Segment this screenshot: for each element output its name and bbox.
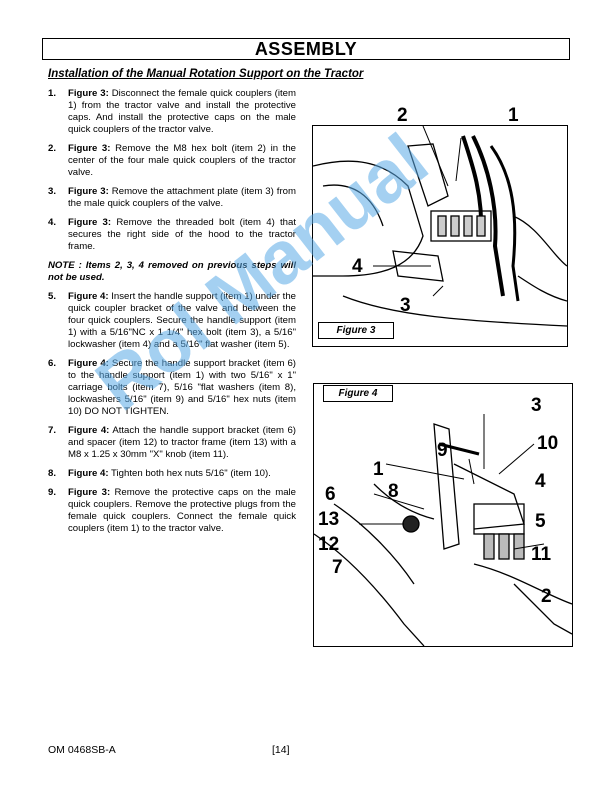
step-number: 1.: [48, 88, 57, 99]
step-text: Secure the handle support bracket (item …: [68, 358, 296, 417]
callout-label: 1: [373, 459, 384, 480]
callout-label: 1: [508, 105, 519, 126]
callout-label: 11: [531, 544, 552, 565]
figure-ref: Figure 4:: [68, 358, 109, 369]
figure-ref: Figure 3:: [68, 88, 109, 99]
step-number: 4.: [48, 217, 57, 228]
figure-ref: Figure 3:: [68, 217, 112, 228]
figure-3-illustration: [312, 125, 568, 347]
step-text: Remove the M8 hex bolt (item 2) in the c…: [68, 143, 296, 178]
callout-label: 9: [437, 440, 448, 461]
section-heading: Installation of the Manual Rotation Supp…: [48, 68, 364, 80]
step-7: 7. Figure 4: Attach the handle support br…: [48, 425, 296, 461]
step-1: 1. Figure 3: Disconnect the female quick …: [48, 88, 296, 136]
step-number: 6.: [48, 358, 57, 369]
figure-ref: Figure 4:: [68, 291, 109, 302]
step-text: Remove the threaded bolt (item 4) that s…: [68, 217, 296, 252]
step-number: 8.: [48, 468, 57, 479]
note: NOTE : Items 2, 3, 4 removed on previous…: [48, 260, 296, 283]
step-number: 2.: [48, 143, 57, 154]
callout-label: 3: [531, 395, 542, 416]
callout-label: 3: [400, 295, 411, 316]
figure-3-caption: Figure 3: [318, 322, 394, 339]
step-number: 3.: [48, 186, 57, 197]
step-8: 8. Figure 4: Tighten both hex nuts 5/16" …: [48, 468, 296, 480]
callout-label: 8: [388, 481, 399, 502]
figure-4-illustration: [313, 383, 573, 647]
step-number: 7.: [48, 425, 57, 436]
figure-4-caption: Figure 4: [323, 385, 393, 402]
document-id: OM 0468SB-A: [48, 744, 116, 756]
step-text: Disconnect the female quick couplers (it…: [68, 88, 297, 135]
step-text: Attach the handle support bracket (item …: [68, 425, 296, 460]
step-9: 9. Figure 3: Remove the protective caps o…: [48, 487, 296, 535]
callout-label: 6: [325, 484, 336, 505]
callout-label: 12: [318, 534, 340, 555]
callout-label: 2: [397, 105, 408, 126]
page-number: [14]: [272, 744, 290, 756]
figure-ref: Figure 4:: [68, 468, 109, 479]
step-4: 4. Figure 3: Remove the threaded bolt (it…: [48, 217, 296, 253]
step-5: 5. Figure 4: Insert the handle support (i…: [48, 291, 296, 351]
callout-label: 4: [352, 256, 363, 277]
figure-4-drawing: [313, 414, 573, 647]
figure-ref: Figure 3:: [68, 186, 109, 197]
callout-label: 5: [535, 511, 546, 532]
page-title: ASSEMBLY: [42, 38, 570, 60]
figure-3-drawing: [312, 125, 568, 327]
step-text: Insert the handle support (item 1) under…: [68, 291, 296, 350]
step-text: Remove the attachment plate (item 3) fro…: [68, 186, 296, 209]
step-2: 2. Figure 3: Remove the M8 hex bolt (item…: [48, 143, 296, 179]
figure-ref: Figure 4:: [68, 425, 110, 436]
step-3: 3. Figure 3: Remove the attachment plate …: [48, 186, 296, 210]
callout-label: 10: [537, 433, 559, 454]
step-6: 6. Figure 4: Secure the handle support br…: [48, 358, 296, 418]
callout-label: 4: [535, 471, 546, 492]
callout-label: 2: [541, 586, 552, 607]
figure-ref: Figure 3:: [68, 487, 111, 498]
step-text: Tighten both hex nuts 5/16" (item 10).: [108, 468, 271, 479]
figure-ref: Figure 3:: [68, 143, 111, 154]
callout-label: 13: [318, 509, 340, 530]
callout-label: 7: [332, 557, 343, 578]
step-number: 9.: [48, 487, 57, 498]
step-number: 5.: [48, 291, 57, 302]
instruction-list: 1. Figure 3: Disconnect the female quick …: [48, 88, 296, 542]
step-text: Remove the protective caps on the male q…: [68, 487, 296, 534]
